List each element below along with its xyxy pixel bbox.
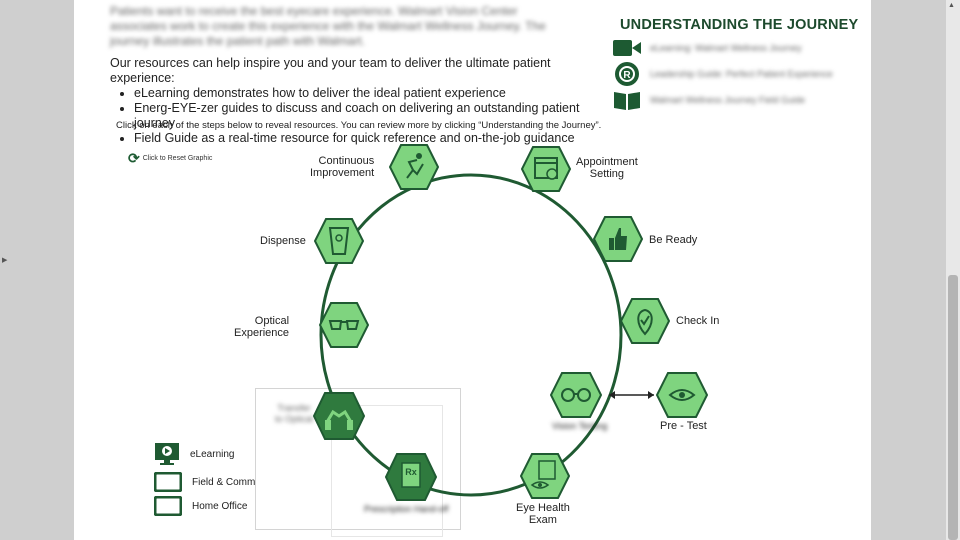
- journey-item-label: Leadership Guide: Perfect Patient Experi…: [650, 69, 833, 79]
- svg-text:Rx: Rx: [405, 467, 417, 477]
- runner-icon: [388, 144, 440, 190]
- legend-label: Field & Comm: [192, 476, 256, 488]
- step-be-ready-label: Be Ready: [649, 234, 698, 246]
- list-item: Field Guide as a real-time resource for …: [134, 131, 610, 146]
- legend-label: Home Office: [192, 500, 248, 512]
- monitor-icon: [154, 496, 182, 516]
- transfer-popup-inner: [331, 405, 443, 537]
- content-page: Patients want to receive the best eyecar…: [74, 0, 871, 540]
- step-appointment-setting[interactable]: [520, 146, 572, 197]
- intro-lead: Our resources can help inspire you and y…: [110, 56, 551, 85]
- list-item: Energ-EYE-zer guides to discuss and coac…: [134, 101, 610, 131]
- location-check-icon: [619, 298, 671, 344]
- book-icon: [614, 92, 640, 110]
- journey-link-fieldguide[interactable]: Walmart Wellness Journey Field Guide: [612, 88, 805, 112]
- reset-graphic-button[interactable]: ⟳ Click to Reset Graphic: [128, 150, 212, 167]
- left-gutter: [0, 0, 74, 540]
- intro-block: Our resources can help inspire you and y…: [110, 56, 610, 146]
- scroll-up-icon[interactable]: ▲: [948, 2, 955, 9]
- monitor-play-icon: [155, 443, 179, 465]
- legend-elearning: eLearning: [154, 442, 234, 466]
- thumbs-up-icon: [592, 216, 644, 262]
- reset-label: Click to Reset Graphic: [142, 155, 213, 162]
- eye-chart-icon: [519, 453, 571, 499]
- step-prescription-label: Prescription Hand-off: [364, 504, 449, 514]
- prescription-icon: Rx: [384, 453, 438, 501]
- video-camera-icon: [613, 40, 641, 56]
- frame-bag-icon: [313, 218, 365, 264]
- step-optical-experience[interactable]: [318, 302, 370, 353]
- resource-list: eLearning demonstrates how to deliver th…: [110, 86, 610, 146]
- journey-title: UNDERSTANDING THE JOURNEY: [620, 17, 859, 33]
- handshake-icon: [312, 392, 366, 440]
- legend-label: eLearning: [190, 448, 235, 460]
- step-dispense[interactable]: [313, 218, 365, 269]
- step-vision-testing[interactable]: [549, 372, 603, 423]
- right-gutter: [871, 0, 946, 540]
- instruction-text: Click on each of the steps below to reve…: [116, 120, 602, 131]
- journey-link-leadership[interactable]: R Leadership Guide: Perfect Patient Expe…: [612, 60, 833, 88]
- step-dispense-label: Dispense: [260, 235, 306, 247]
- step-continuous-improvement[interactable]: [388, 144, 440, 195]
- step-pre-test-label: Pre - Test: [660, 420, 707, 432]
- step-check-in-label: Check In: [676, 315, 720, 327]
- calendar-icon: [520, 146, 572, 192]
- step-prescription[interactable]: Rx: [384, 453, 438, 506]
- sunglasses-icon: [318, 302, 370, 348]
- journey-item-label: eLearning: Walmart Wellness Journey: [650, 43, 802, 53]
- legend-field-comm: Field & Comm: [154, 472, 255, 492]
- reset-arrow-icon: ⟳: [128, 150, 140, 166]
- journey-link-elearning[interactable]: eLearning: Walmart Wellness Journey: [612, 36, 802, 60]
- step-vision-testing-label: Vision Testing: [552, 421, 608, 431]
- scrollbar-thumb[interactable]: [948, 275, 958, 540]
- svg-text:R: R: [623, 70, 631, 81]
- left-arrow-icon[interactable]: ▶: [2, 257, 8, 264]
- legend-home-office: Home Office: [154, 496, 247, 516]
- step-be-ready[interactable]: [592, 216, 644, 267]
- step-check-in[interactable]: [619, 298, 671, 349]
- monitor-icon: [154, 472, 182, 492]
- step-transfer-to-optical[interactable]: [312, 392, 366, 445]
- eye-scan-icon: [655, 372, 709, 418]
- energizer-badge-icon: R: [615, 62, 639, 86]
- list-item: eLearning demonstrates how to deliver th…: [134, 86, 610, 101]
- step-eye-health-exam[interactable]: [519, 453, 571, 504]
- glasses-icon: [549, 372, 603, 418]
- journey-item-label: Walmart Wellness Journey Field Guide: [650, 95, 806, 105]
- journey-ring: [319, 173, 654, 497]
- intro-blurred-text: Patients want to receive the best eyecar…: [110, 4, 546, 48]
- step-pre-test[interactable]: [655, 372, 709, 423]
